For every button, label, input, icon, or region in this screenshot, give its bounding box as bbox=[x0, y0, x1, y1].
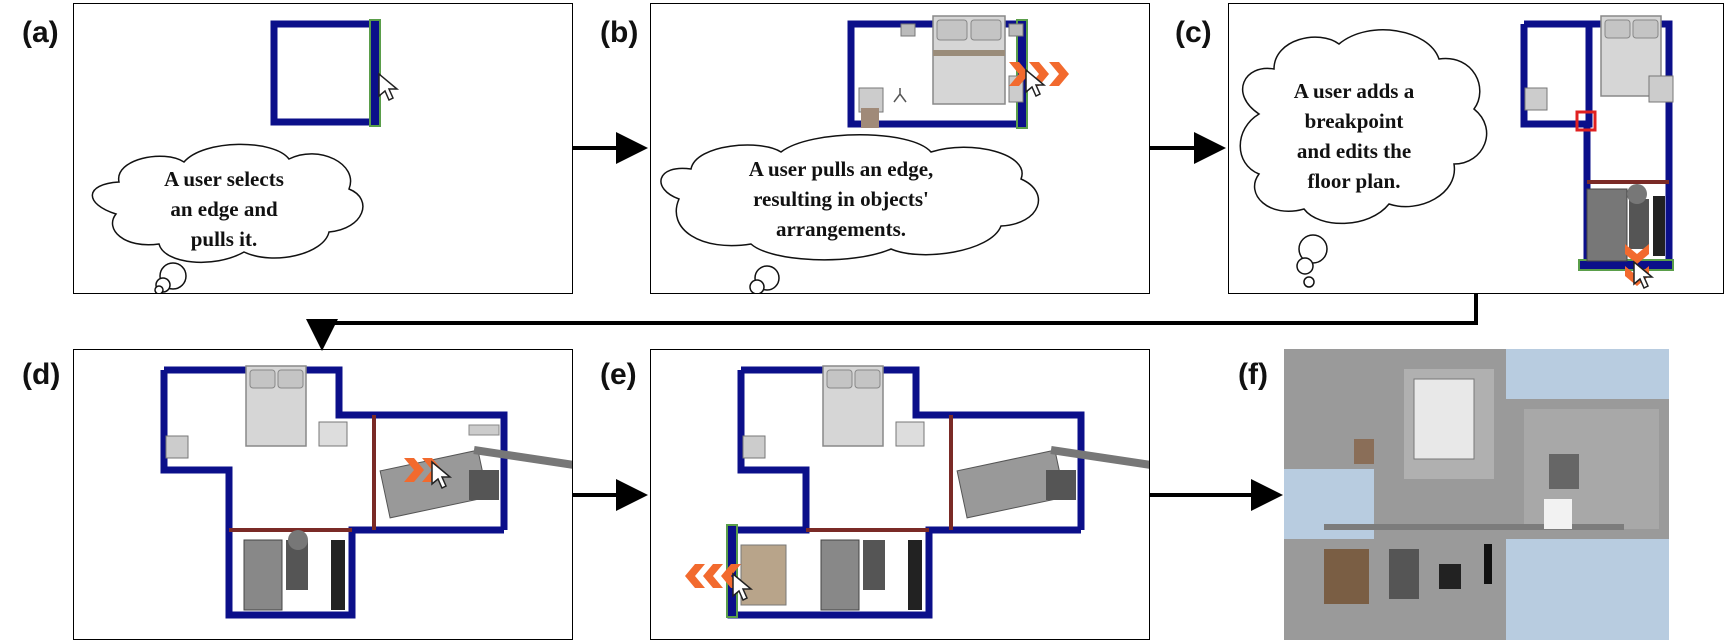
bed bbox=[245, 365, 307, 447]
flow-arrow-icon bbox=[306, 294, 1478, 351]
thought-bubble-icon bbox=[91, 143, 364, 293]
cursor-icon bbox=[1633, 260, 1655, 290]
panel-label-c: (c) bbox=[1175, 16, 1212, 49]
panel-b-floorplan bbox=[660, 15, 1069, 293]
panel-e-floorplan bbox=[685, 365, 1149, 619]
panel-a-floorplan bbox=[91, 19, 400, 293]
panel-label-e: (e) bbox=[600, 358, 637, 391]
panel-b: A user pulls an edge,resulting in object… bbox=[650, 3, 1150, 294]
panel-label-f: (f) bbox=[1238, 358, 1268, 391]
thought-bubble-icon bbox=[1239, 29, 1488, 288]
selected-edge[interactable] bbox=[369, 19, 381, 127]
panel-c-floorplan bbox=[1239, 15, 1674, 290]
bed bbox=[932, 15, 1006, 105]
cursor-icon bbox=[378, 72, 400, 102]
bubble-text-b: A user pulls an edge,resulting in object… bbox=[748, 157, 934, 241]
thought-bubble-icon bbox=[660, 134, 1040, 293]
cursor-icon bbox=[431, 460, 453, 490]
bed bbox=[822, 365, 884, 447]
panel-e bbox=[650, 349, 1150, 640]
cursor-icon bbox=[732, 572, 754, 602]
panel-label-a: (a) bbox=[22, 16, 59, 49]
breakpoint-box[interactable] bbox=[1575, 110, 1597, 132]
panel-d bbox=[73, 349, 573, 640]
panel-f-3d-render bbox=[1284, 349, 1669, 640]
panel-label-b: (b) bbox=[600, 16, 639, 49]
panel-d-floorplan bbox=[160, 365, 572, 619]
panel-label-d: (d) bbox=[22, 358, 61, 391]
bed bbox=[1600, 15, 1662, 97]
cursor-icon bbox=[1025, 68, 1047, 98]
drag-arrows-icon bbox=[1009, 62, 1069, 86]
panel-f-render bbox=[1284, 349, 1669, 640]
